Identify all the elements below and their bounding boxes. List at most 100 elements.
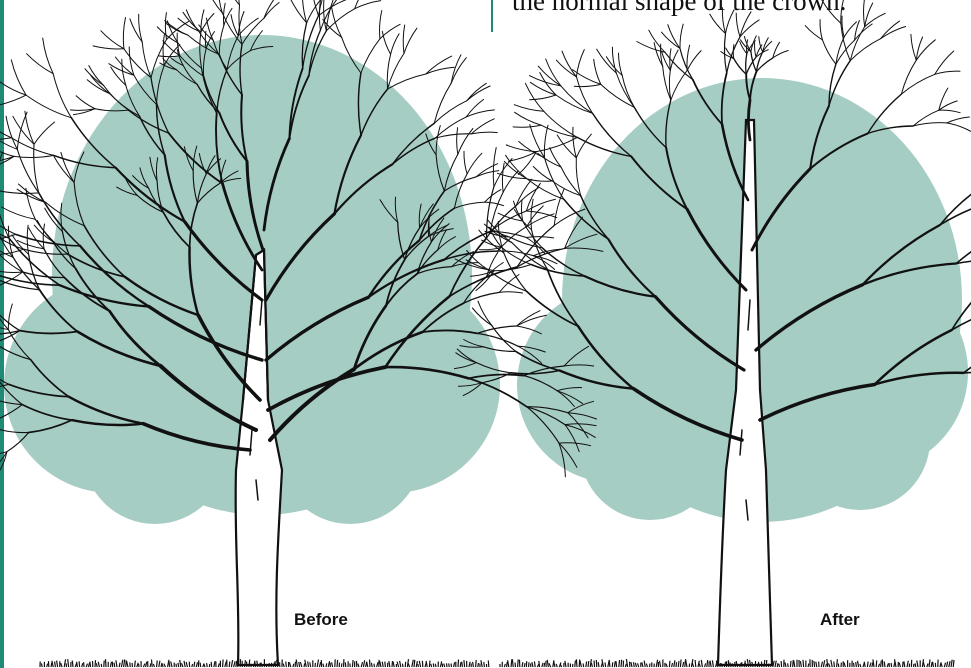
- branch: [820, 20, 822, 40]
- branch: [302, 0, 306, 23]
- grass-blade: [716, 663, 717, 667]
- grass-blade: [143, 664, 145, 667]
- grass-blade: [775, 661, 776, 667]
- grass-blade: [223, 660, 224, 668]
- branch: [724, 34, 726, 74]
- grass-blade: [304, 663, 305, 667]
- grass-blade: [57, 661, 58, 667]
- crown-after-bottom-right: [790, 370, 930, 510]
- grass-blade: [808, 664, 809, 668]
- grass-blade: [412, 660, 414, 667]
- grass-blade: [476, 660, 477, 667]
- grass-blade: [534, 661, 535, 667]
- branch: [0, 132, 17, 149]
- branch: [822, 0, 841, 23]
- branch: [0, 452, 7, 468]
- branch: [850, 39, 881, 61]
- grass-blade: [856, 662, 857, 667]
- grass-blade: [583, 663, 584, 667]
- grass-blade: [319, 662, 320, 667]
- branch: [493, 148, 496, 187]
- grass-blade: [676, 662, 677, 667]
- grass-blade: [951, 660, 952, 667]
- grass-blade: [598, 662, 599, 667]
- grass-blade: [917, 661, 918, 668]
- branch: [499, 292, 522, 293]
- grass-blade: [382, 662, 383, 667]
- grass-blade: [234, 661, 236, 667]
- grass-blade: [61, 663, 62, 667]
- grass-blade: [803, 660, 804, 667]
- grass-blade: [82, 663, 83, 667]
- grass-blade: [781, 661, 782, 667]
- branch: [332, 7, 342, 37]
- grass-blade: [537, 664, 538, 667]
- branch: [561, 86, 593, 113]
- branch: [506, 155, 527, 178]
- branch: [751, 36, 756, 52]
- branch: [471, 132, 497, 134]
- grass-blade: [609, 660, 610, 667]
- grass-blade: [596, 660, 597, 667]
- grass-blade: [586, 662, 587, 668]
- branch: [426, 56, 452, 74]
- grass-blade: [695, 660, 696, 667]
- branch: [488, 270, 527, 292]
- grass-blade: [345, 662, 346, 667]
- branch: [533, 167, 552, 182]
- branch: [476, 164, 497, 177]
- grass-blade: [380, 661, 381, 667]
- branch: [748, 100, 750, 140]
- grass-blade: [55, 662, 56, 668]
- branch: [901, 60, 916, 94]
- grass-blade: [680, 660, 681, 668]
- grass-blade: [164, 664, 165, 667]
- grass-blade: [656, 660, 657, 667]
- branch: [466, 99, 483, 117]
- grass-blade: [481, 660, 482, 667]
- grass-blade: [642, 662, 643, 667]
- grass-blade: [678, 661, 679, 667]
- grass-blade: [814, 661, 815, 667]
- branch: [513, 125, 541, 127]
- grass-blade: [88, 663, 89, 667]
- branch: [516, 188, 538, 206]
- branch: [380, 11, 382, 39]
- grass-blade: [299, 662, 300, 667]
- grass-blade: [621, 660, 622, 667]
- branch: [464, 151, 467, 174]
- grass-blade: [271, 663, 272, 667]
- grass-blade: [793, 660, 794, 667]
- grass-blade: [159, 661, 160, 667]
- branch: [485, 202, 504, 206]
- grass-blade: [860, 664, 861, 667]
- branch: [740, 12, 751, 37]
- branch: [940, 183, 971, 225]
- grass-blade: [178, 663, 179, 667]
- grass-blade: [418, 664, 419, 667]
- grass-blade: [635, 663, 636, 667]
- branch: [509, 152, 537, 162]
- grass-blade: [447, 663, 448, 667]
- branch: [755, 43, 756, 57]
- branch: [538, 153, 561, 167]
- branch: [224, 8, 232, 25]
- branch: [0, 152, 3, 187]
- grass-blade: [941, 662, 942, 667]
- grass-blade: [870, 663, 872, 667]
- grass-blade: [532, 662, 533, 667]
- branch: [601, 84, 635, 107]
- grass-blade: [907, 661, 908, 667]
- grass-blade: [296, 660, 297, 668]
- branch: [661, 32, 680, 48]
- grass-blade: [393, 662, 394, 668]
- grass-blade: [929, 660, 930, 667]
- branch: [552, 181, 581, 196]
- grass-blade: [539, 661, 540, 667]
- grass-blade: [433, 663, 434, 667]
- grass-blade: [895, 659, 897, 667]
- branch: [594, 59, 601, 84]
- grass-blade: [867, 662, 868, 667]
- branch: [836, 37, 844, 64]
- branch: [355, 1, 381, 9]
